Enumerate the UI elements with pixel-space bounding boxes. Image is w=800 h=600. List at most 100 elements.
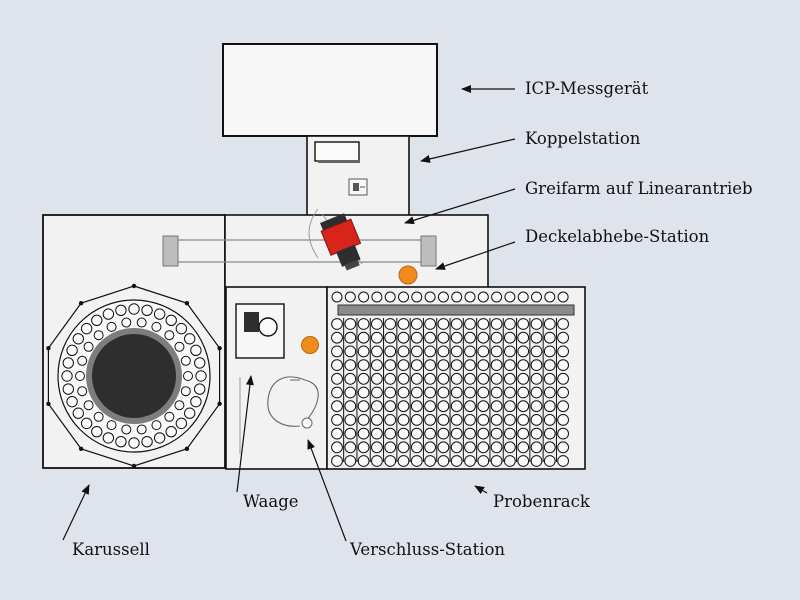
rack-slot	[384, 455, 397, 467]
rack-slot	[357, 359, 370, 372]
carousel-slot	[194, 383, 206, 395]
rack-slot	[397, 386, 410, 399]
rack-slot	[371, 455, 383, 467]
arrow-probenrack	[474, 485, 488, 494]
rack-slot	[424, 386, 437, 399]
carousel-slot	[91, 426, 103, 438]
gripper-housing	[224, 214, 489, 289]
carousel-frame-node	[46, 401, 51, 407]
linear-rail	[162, 235, 437, 267]
rack-slot	[464, 386, 476, 399]
rack-slot	[331, 331, 343, 344]
carousel-frame-node	[78, 300, 84, 306]
carousel-slot	[175, 417, 188, 430]
rack-slot-top	[464, 291, 476, 303]
rack-slot	[437, 359, 450, 372]
rack-slot	[357, 331, 370, 344]
rack-slot	[371, 345, 383, 358]
rack-slot	[490, 318, 503, 330]
rail-end-left	[162, 235, 179, 267]
rack-slot-top	[331, 291, 343, 303]
rack-slot	[410, 386, 423, 399]
rack-slot	[344, 400, 357, 413]
rack-slot	[397, 400, 410, 413]
rack-slot-top	[517, 291, 529, 303]
carousel-frame-node	[184, 446, 190, 452]
rack-slot	[504, 386, 516, 399]
carousel-frame-node	[46, 345, 51, 351]
rack-slot	[331, 359, 343, 372]
rack-slot	[437, 455, 450, 467]
rack-slot-top	[557, 291, 569, 303]
rack-slot	[543, 441, 556, 454]
rack-slot	[450, 345, 463, 358]
rack-slot	[557, 386, 569, 399]
carousel-slot-inner	[151, 321, 162, 332]
carousel-slot	[175, 322, 188, 335]
rack-slot	[490, 400, 503, 413]
rack-slot	[410, 427, 423, 440]
carousel-slot-inner	[75, 371, 85, 381]
rack-slot	[424, 427, 437, 440]
carousel-slot-inner	[151, 420, 162, 431]
rack-slot	[517, 455, 530, 467]
rack-slot	[464, 345, 476, 358]
rack-slot	[344, 427, 357, 440]
rack-slot	[357, 441, 370, 454]
rack-slot	[397, 372, 410, 385]
carousel-frame-node	[131, 283, 137, 289]
rack-slot	[490, 414, 503, 426]
rack-slot	[397, 427, 410, 440]
rack-slot-top	[544, 291, 556, 303]
rack-slot-top	[531, 291, 542, 303]
rack-slot	[464, 318, 476, 330]
rack-slot	[384, 386, 397, 399]
rack-slot	[530, 386, 543, 399]
rack-slot	[450, 372, 463, 385]
carousel-slot-inner	[180, 355, 191, 366]
rack-slot	[477, 400, 490, 413]
rack-slot	[450, 400, 463, 413]
rack-slot	[464, 414, 476, 426]
rack-slot	[371, 400, 383, 413]
rack-slot	[344, 441, 357, 454]
rack-slot	[504, 345, 516, 358]
carousel-slot-inner	[174, 400, 185, 411]
rack-slot	[464, 427, 476, 440]
rack-slot	[397, 441, 410, 454]
carousel-slot	[190, 344, 202, 357]
carousel-slot-inner	[83, 400, 94, 411]
rack-slot	[384, 427, 397, 440]
rack-slot	[410, 414, 423, 426]
rack-slot	[464, 372, 476, 385]
rack-slot	[384, 318, 397, 330]
rack-slot	[464, 359, 476, 372]
rack-slot	[410, 455, 423, 467]
rack-slot	[357, 455, 370, 467]
carousel-slot-inner	[93, 411, 104, 422]
carousel-slot	[61, 370, 73, 382]
arrow-deckel	[435, 241, 516, 270]
rack-slot	[517, 359, 530, 372]
rack-slot	[530, 331, 543, 344]
rack-slot	[397, 455, 410, 467]
rack-slot	[530, 414, 543, 426]
rack-slot	[477, 318, 490, 330]
carousel-slot	[153, 308, 166, 320]
rack-slot	[557, 441, 569, 454]
rack-slot	[517, 400, 530, 413]
carousel-slot	[62, 383, 74, 395]
rack-slot	[477, 455, 490, 467]
rack-slot	[477, 441, 490, 454]
rack-slot	[557, 345, 569, 358]
carousel-slot	[72, 333, 84, 345]
rack-slot	[437, 331, 450, 344]
carousel-slot	[102, 308, 115, 320]
rack-slot	[477, 359, 490, 372]
rack-slot	[557, 414, 569, 426]
rack-slot	[384, 345, 397, 358]
rack-slot	[344, 455, 357, 467]
carousel-slot	[195, 370, 207, 382]
rack-slot	[437, 441, 450, 454]
rack-slot	[543, 400, 556, 413]
